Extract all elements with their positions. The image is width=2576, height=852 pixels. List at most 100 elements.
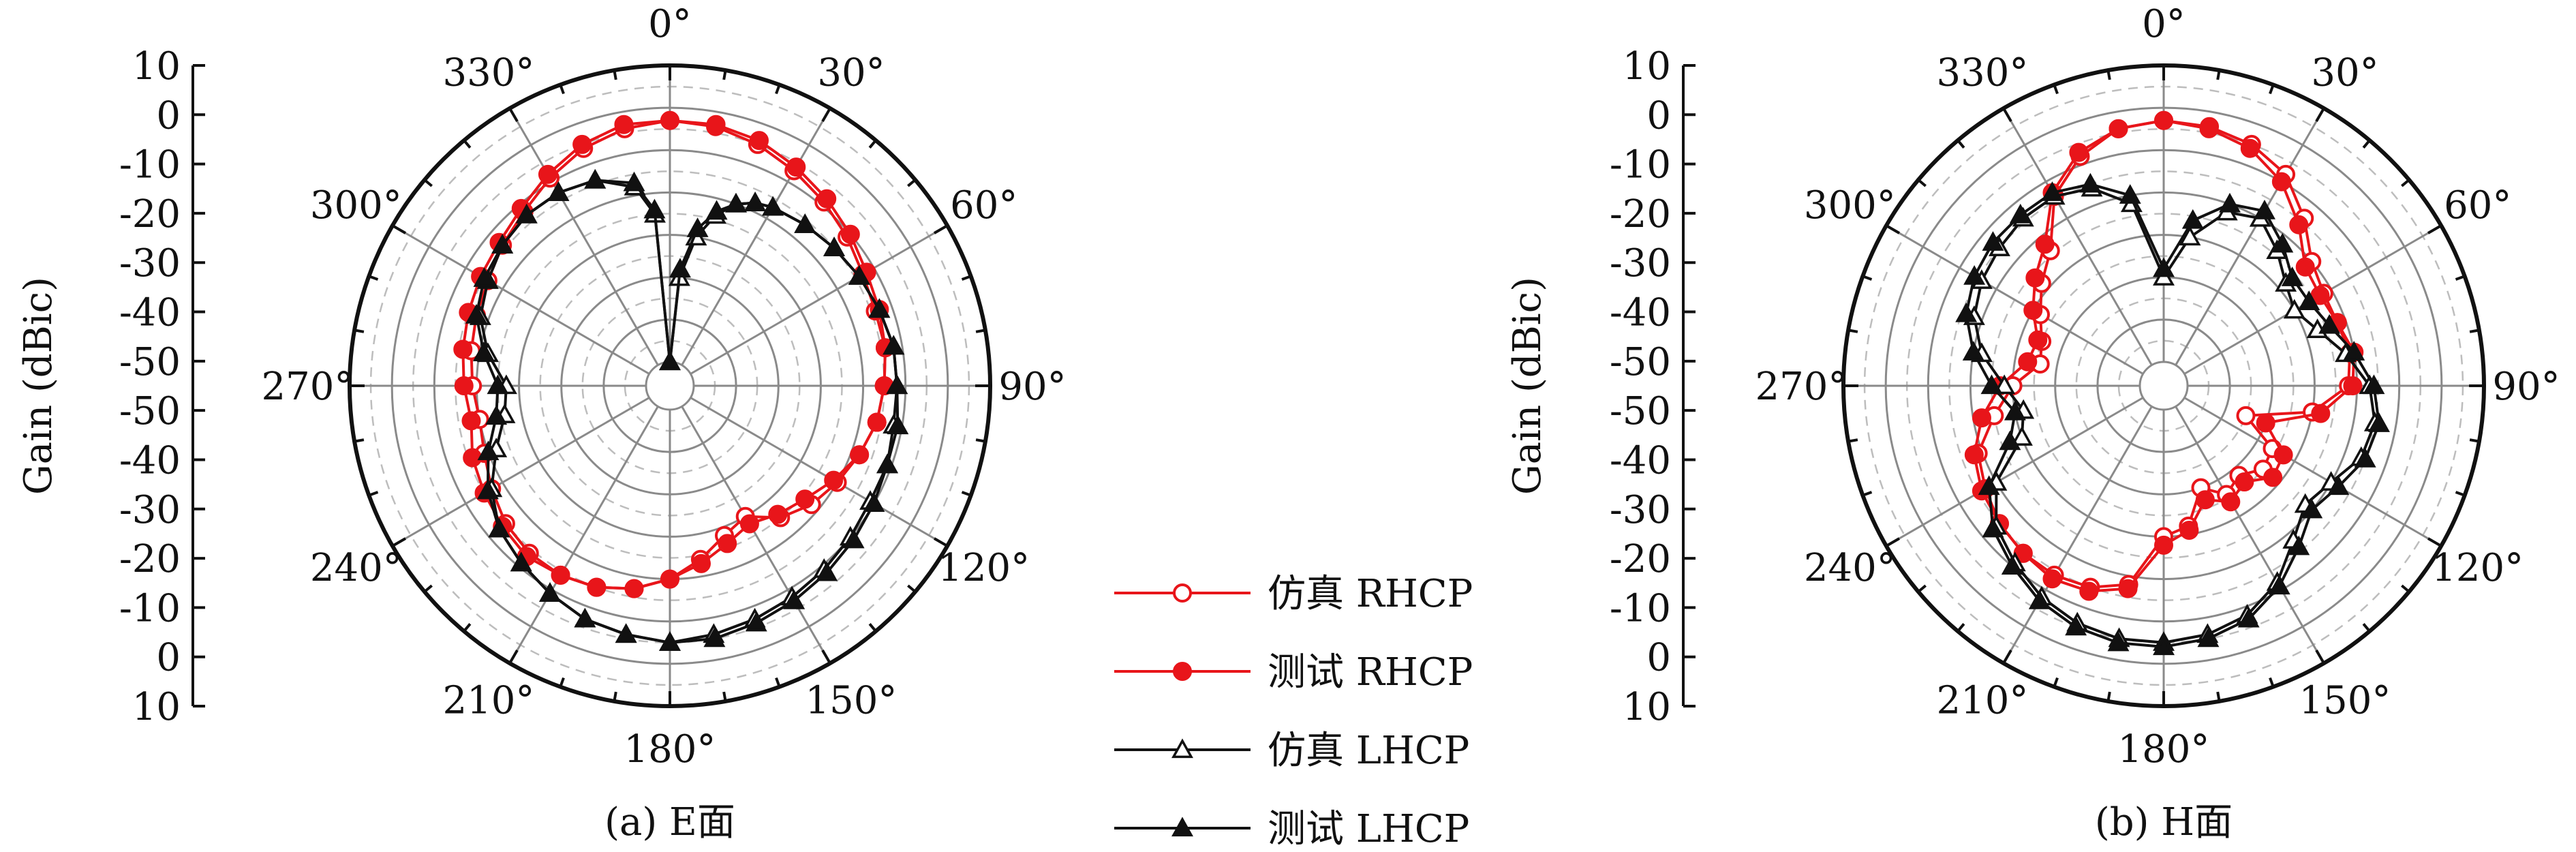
data-point	[2343, 341, 2365, 361]
radial-tick-label: -30	[119, 241, 181, 286]
data-point	[876, 453, 898, 474]
data-point	[659, 631, 681, 651]
data-point	[510, 551, 532, 572]
angle-tick	[2106, 70, 2111, 80]
data-point	[551, 565, 570, 585]
grid-spoke	[508, 406, 659, 664]
polar-plot-h-plane: 0°30°60°90°120°150°180°210°240°270°300°3…	[1505, 2, 2560, 845]
legend-label: 测试 LHCP	[1268, 807, 1469, 851]
angle-tick-label: 150°	[2299, 679, 2391, 723]
data-point	[2240, 138, 2260, 158]
angle-tick	[559, 677, 565, 688]
grid-spoke	[2175, 108, 2325, 366]
angle-tick	[368, 491, 379, 497]
data-point	[794, 213, 816, 233]
data-point	[538, 164, 557, 184]
subplot-caption: (b) H面	[2095, 800, 2233, 845]
data-point	[659, 350, 681, 371]
radial-tick-label: 10	[1623, 44, 1671, 89]
angle-tick-label: 330°	[443, 50, 535, 95]
angle-tick	[2455, 275, 2466, 281]
angle-tick-label: 270°	[262, 365, 354, 409]
data-point	[2109, 119, 2128, 138]
subplot-caption: (a) E面	[604, 800, 735, 845]
data-point	[2236, 406, 2256, 425]
angle-tick-label: 30°	[2311, 50, 2378, 95]
angle-tick	[613, 691, 617, 702]
angle-tick-label: 90°	[2492, 365, 2560, 409]
data-point	[2042, 569, 2062, 589]
data-point	[2273, 445, 2293, 465]
data-point	[739, 514, 759, 534]
data-point	[1962, 341, 1984, 361]
data-point	[485, 405, 508, 425]
data-point	[2119, 184, 2141, 204]
data-point	[1955, 302, 1978, 322]
data-point	[2363, 374, 2385, 395]
data-point	[2023, 301, 2043, 320]
data-point	[848, 264, 870, 285]
data-point	[692, 553, 711, 573]
legend-marker	[1173, 662, 1192, 681]
data-point	[867, 412, 887, 432]
data-point	[883, 335, 905, 355]
angle-tick-label: 150°	[806, 679, 898, 723]
data-point	[749, 131, 769, 151]
grid-spoke	[2002, 406, 2153, 664]
angle-tick	[2053, 677, 2059, 688]
data-point	[515, 203, 538, 224]
data-point	[2354, 448, 2376, 468]
radial-tick-label: 0	[156, 93, 181, 138]
polar-plot-e-plane: 0°30°60°90°120°150°180°210°240°270°300°3…	[16, 2, 1067, 845]
angle-tick	[1862, 275, 1873, 281]
angle-tick	[775, 84, 781, 95]
data-point	[1978, 475, 2000, 496]
data-point	[2298, 290, 2320, 311]
angle-tick	[1862, 491, 1873, 497]
data-point	[660, 110, 679, 130]
angle-tick	[775, 677, 781, 688]
angle-tick-label: 90°	[998, 365, 1066, 409]
data-point	[2289, 215, 2309, 234]
angle-tick-label: 180°	[2118, 727, 2210, 772]
angle-tick-label: 330°	[1937, 50, 2029, 95]
data-point	[2154, 110, 2173, 130]
data-point	[2179, 226, 2201, 246]
angle-tick	[1957, 623, 1965, 633]
data-point	[2197, 627, 2220, 648]
grid-spoke	[392, 224, 650, 375]
legend-item: 测试 LHCP	[1114, 807, 1469, 851]
radial-tick-label: -50	[119, 389, 181, 433]
angle-tick	[2216, 691, 2221, 702]
data-point	[2153, 635, 2175, 656]
radial-tick-label: -20	[1610, 537, 1671, 581]
angle-tick	[868, 139, 877, 149]
angle-tick-label: 30°	[817, 50, 885, 95]
grid-spoke	[508, 108, 659, 366]
data-point	[623, 171, 645, 192]
legend-item: 仿真 LHCP	[1114, 729, 1469, 773]
data-point	[2154, 535, 2173, 555]
data-point	[473, 267, 495, 287]
y-axis-label: Gain (dBic)	[16, 277, 61, 495]
legend-marker	[1171, 738, 1193, 759]
data-point	[2295, 257, 2315, 277]
data-point	[587, 577, 607, 597]
grid-spoke	[690, 397, 948, 547]
data-point	[2079, 172, 2102, 193]
data-point	[2025, 268, 2045, 288]
data-point	[703, 627, 726, 648]
angle-tick-label: 210°	[1937, 679, 2029, 723]
radial-tick-label: 0	[1646, 93, 1671, 138]
data-point	[465, 304, 487, 324]
angle-tick	[354, 329, 365, 333]
data-point	[491, 234, 514, 254]
data-point	[1982, 517, 2004, 538]
angle-tick-label: 210°	[443, 679, 535, 723]
angle-tick-label: 240°	[310, 546, 402, 590]
angle-tick	[821, 107, 831, 123]
radial-tick-label: 0	[156, 636, 181, 680]
radial-tick-label: -10	[1610, 586, 1671, 630]
